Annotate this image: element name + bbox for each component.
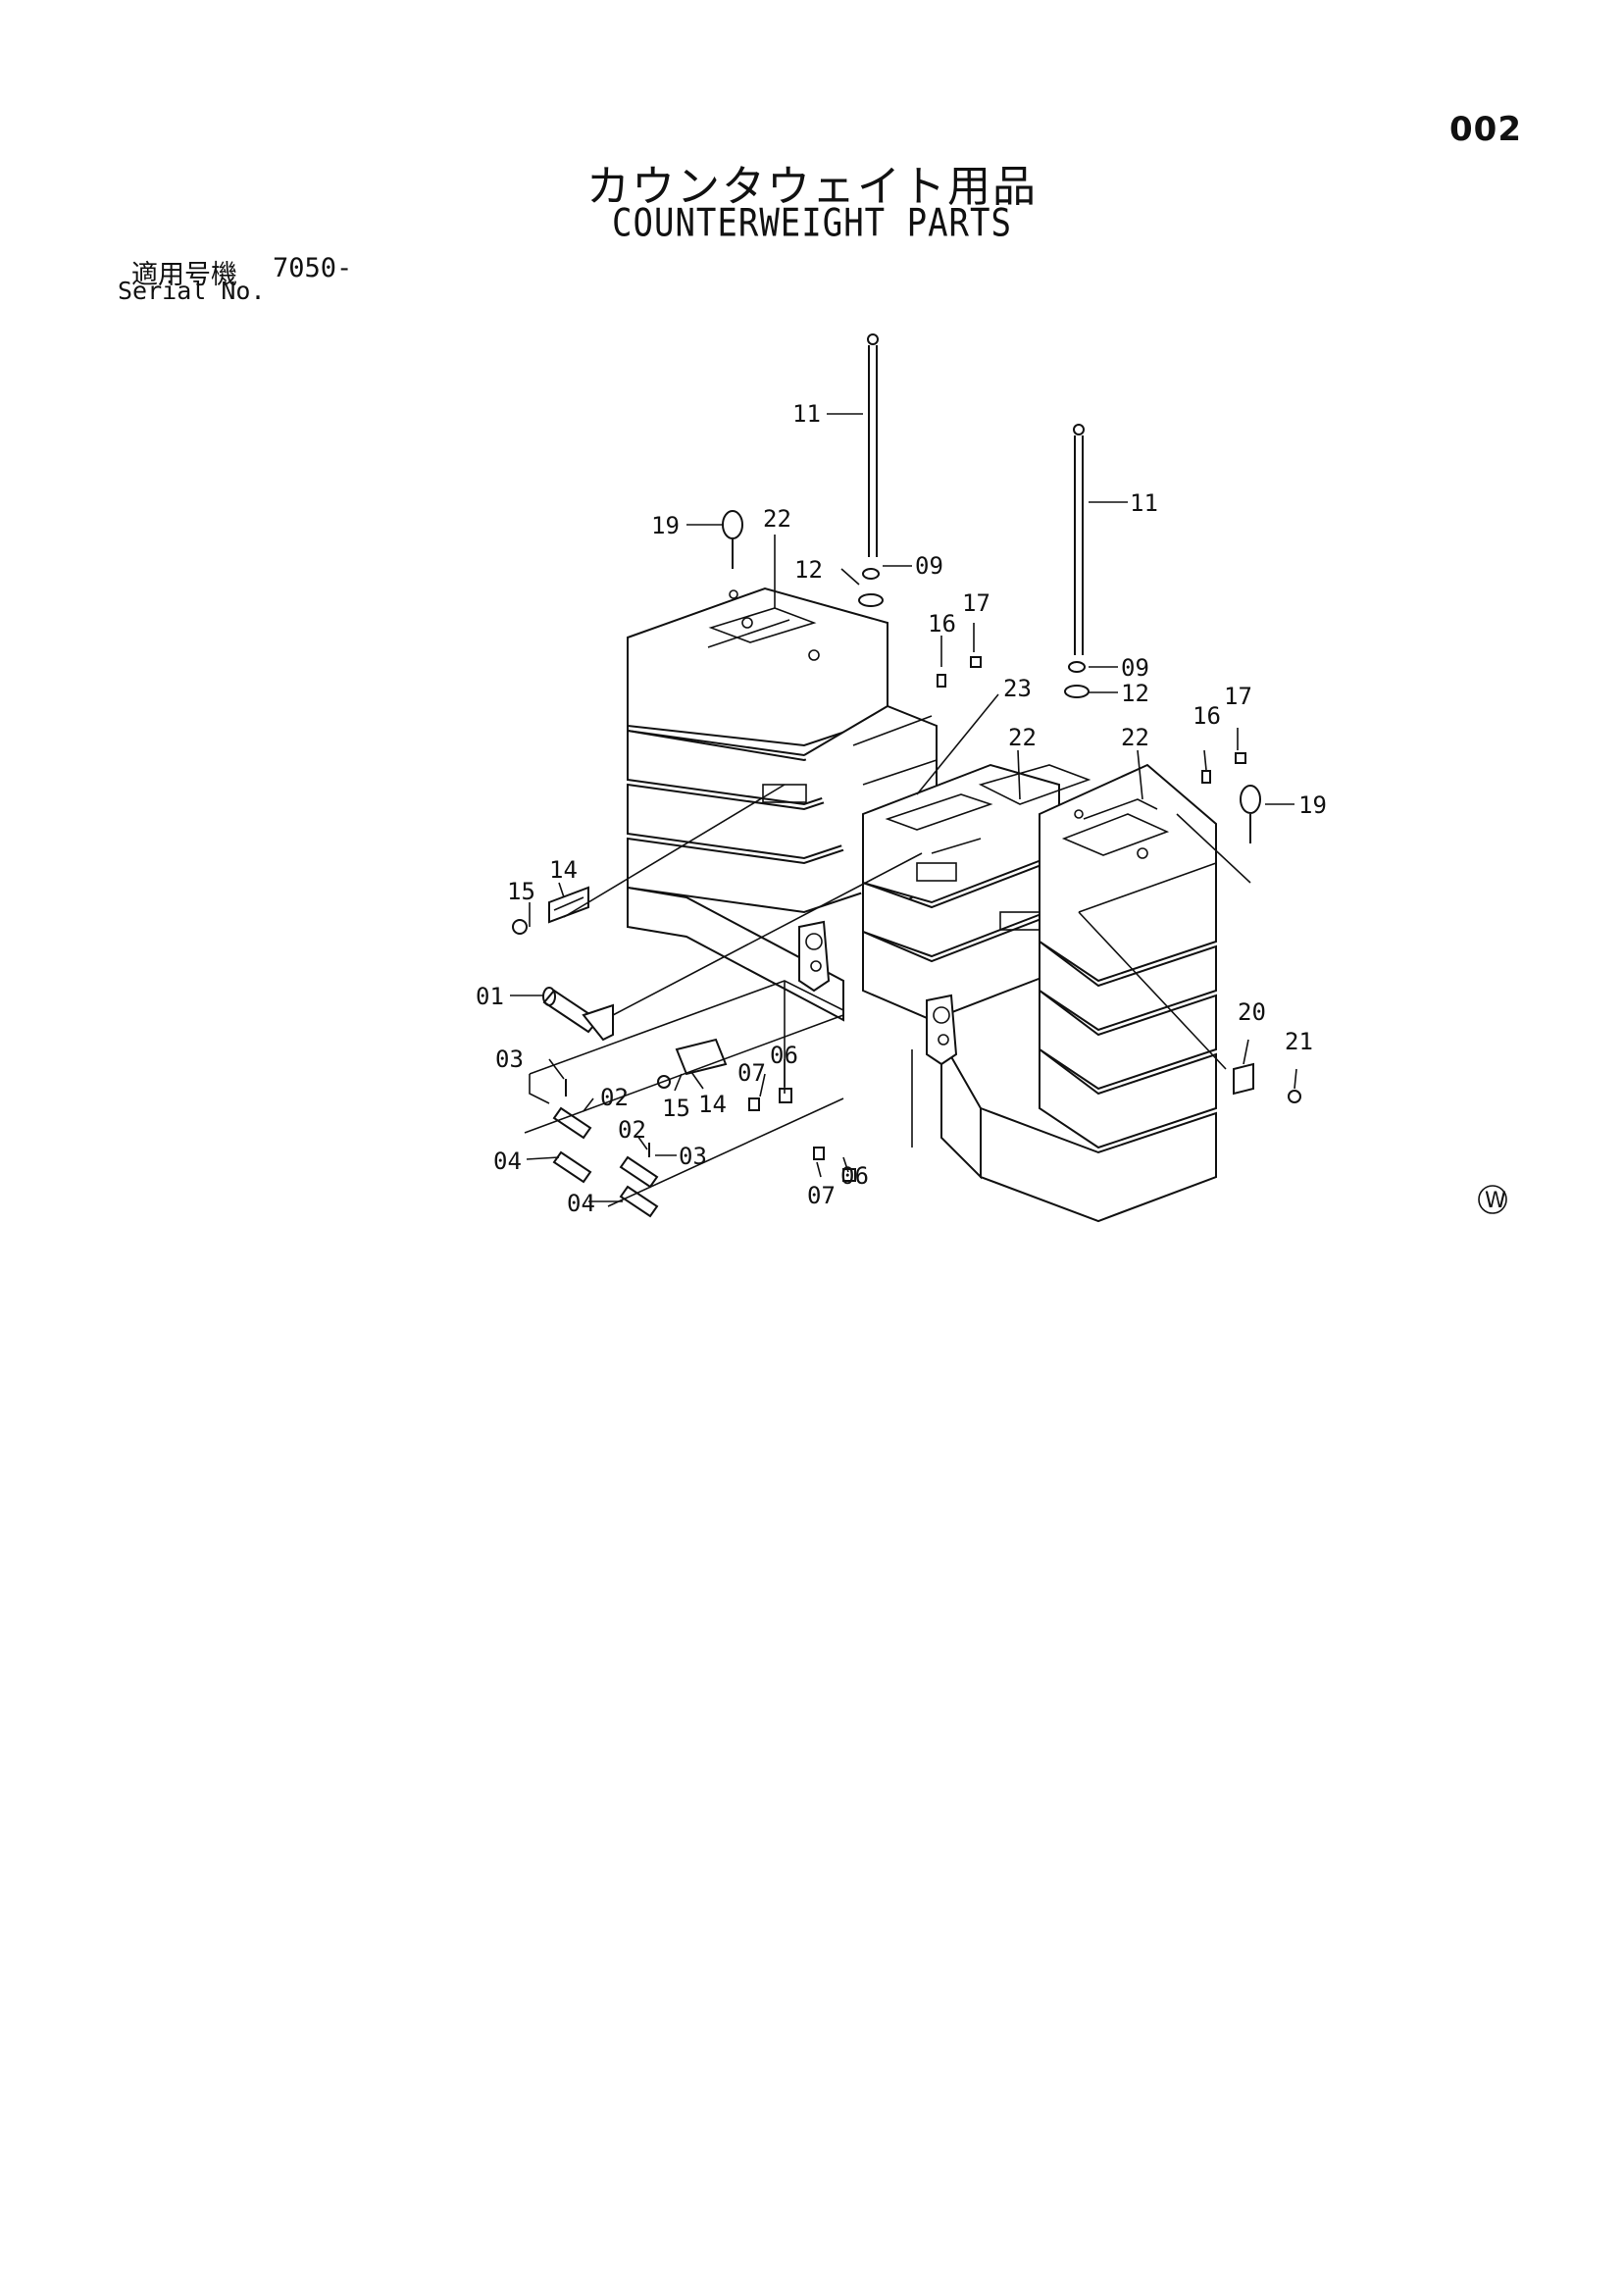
callout-16: 16 (1193, 702, 1221, 730)
callout-07: 07 (807, 1182, 836, 1209)
serial-label-english: Serial No. (118, 277, 266, 305)
center-counterweight-block (862, 763, 1091, 1022)
callout-15: 15 (662, 1095, 690, 1122)
callout-04: 04 (493, 1148, 522, 1175)
callout-01: 01 (476, 983, 504, 1010)
page-number: 002 (1449, 110, 1522, 149)
right-counterweight-block (940, 763, 1217, 1223)
callout-19: 19 (651, 512, 680, 539)
callout-03: 03 (495, 1046, 524, 1073)
mounting-brackets (784, 920, 958, 1148)
callout-03: 03 (679, 1143, 707, 1170)
callout-23: 23 (1003, 675, 1032, 702)
callout-11: 11 (792, 400, 821, 428)
callout-09: 09 (1121, 654, 1149, 682)
callout-04: 04 (567, 1190, 595, 1217)
callout-labels: 11 11 19 22 12 09 16 17 23 09 12 22 22 1… (476, 400, 1327, 1217)
callout-21: 21 (1285, 1028, 1313, 1055)
callout-22: 22 (1008, 724, 1037, 751)
callout-06: 06 (840, 1162, 869, 1190)
callout-14: 14 (698, 1091, 727, 1118)
callout-20: 20 (1238, 998, 1266, 1026)
serial-number: 7050- (273, 253, 353, 283)
callout-17: 17 (962, 589, 990, 617)
callout-17: 17 (1224, 683, 1252, 710)
title-japanese: カウンタウェイト用品 (586, 162, 1038, 212)
w-mark-letter: W (1485, 1189, 1506, 1213)
callout-02: 02 (618, 1116, 646, 1144)
callout-22: 22 (763, 505, 791, 533)
serial-label-japanese: 適用号機 (131, 260, 237, 290)
reference-lines (524, 784, 1251, 1207)
callout-19: 19 (1298, 791, 1327, 819)
title-english: COUNTERWEIGHT PARTS (612, 201, 1012, 246)
callout-06: 06 (770, 1042, 798, 1069)
leader-lines (510, 413, 1297, 1202)
long-bolts (867, 333, 1085, 655)
callout-16: 16 (928, 610, 956, 638)
washers-and-nuts (722, 510, 1261, 843)
callout-14: 14 (549, 856, 578, 884)
callout-11: 11 (1130, 489, 1158, 517)
callout-12: 12 (1121, 680, 1149, 707)
lower-small-parts (512, 886, 1301, 1218)
callout-12: 12 (794, 556, 823, 584)
callout-07: 07 (737, 1059, 766, 1087)
callout-22: 22 (1121, 724, 1149, 751)
callout-02: 02 (600, 1084, 629, 1111)
callout-15: 15 (507, 878, 535, 905)
w-mark: W (1478, 1185, 1507, 1214)
callout-09: 09 (915, 552, 943, 580)
